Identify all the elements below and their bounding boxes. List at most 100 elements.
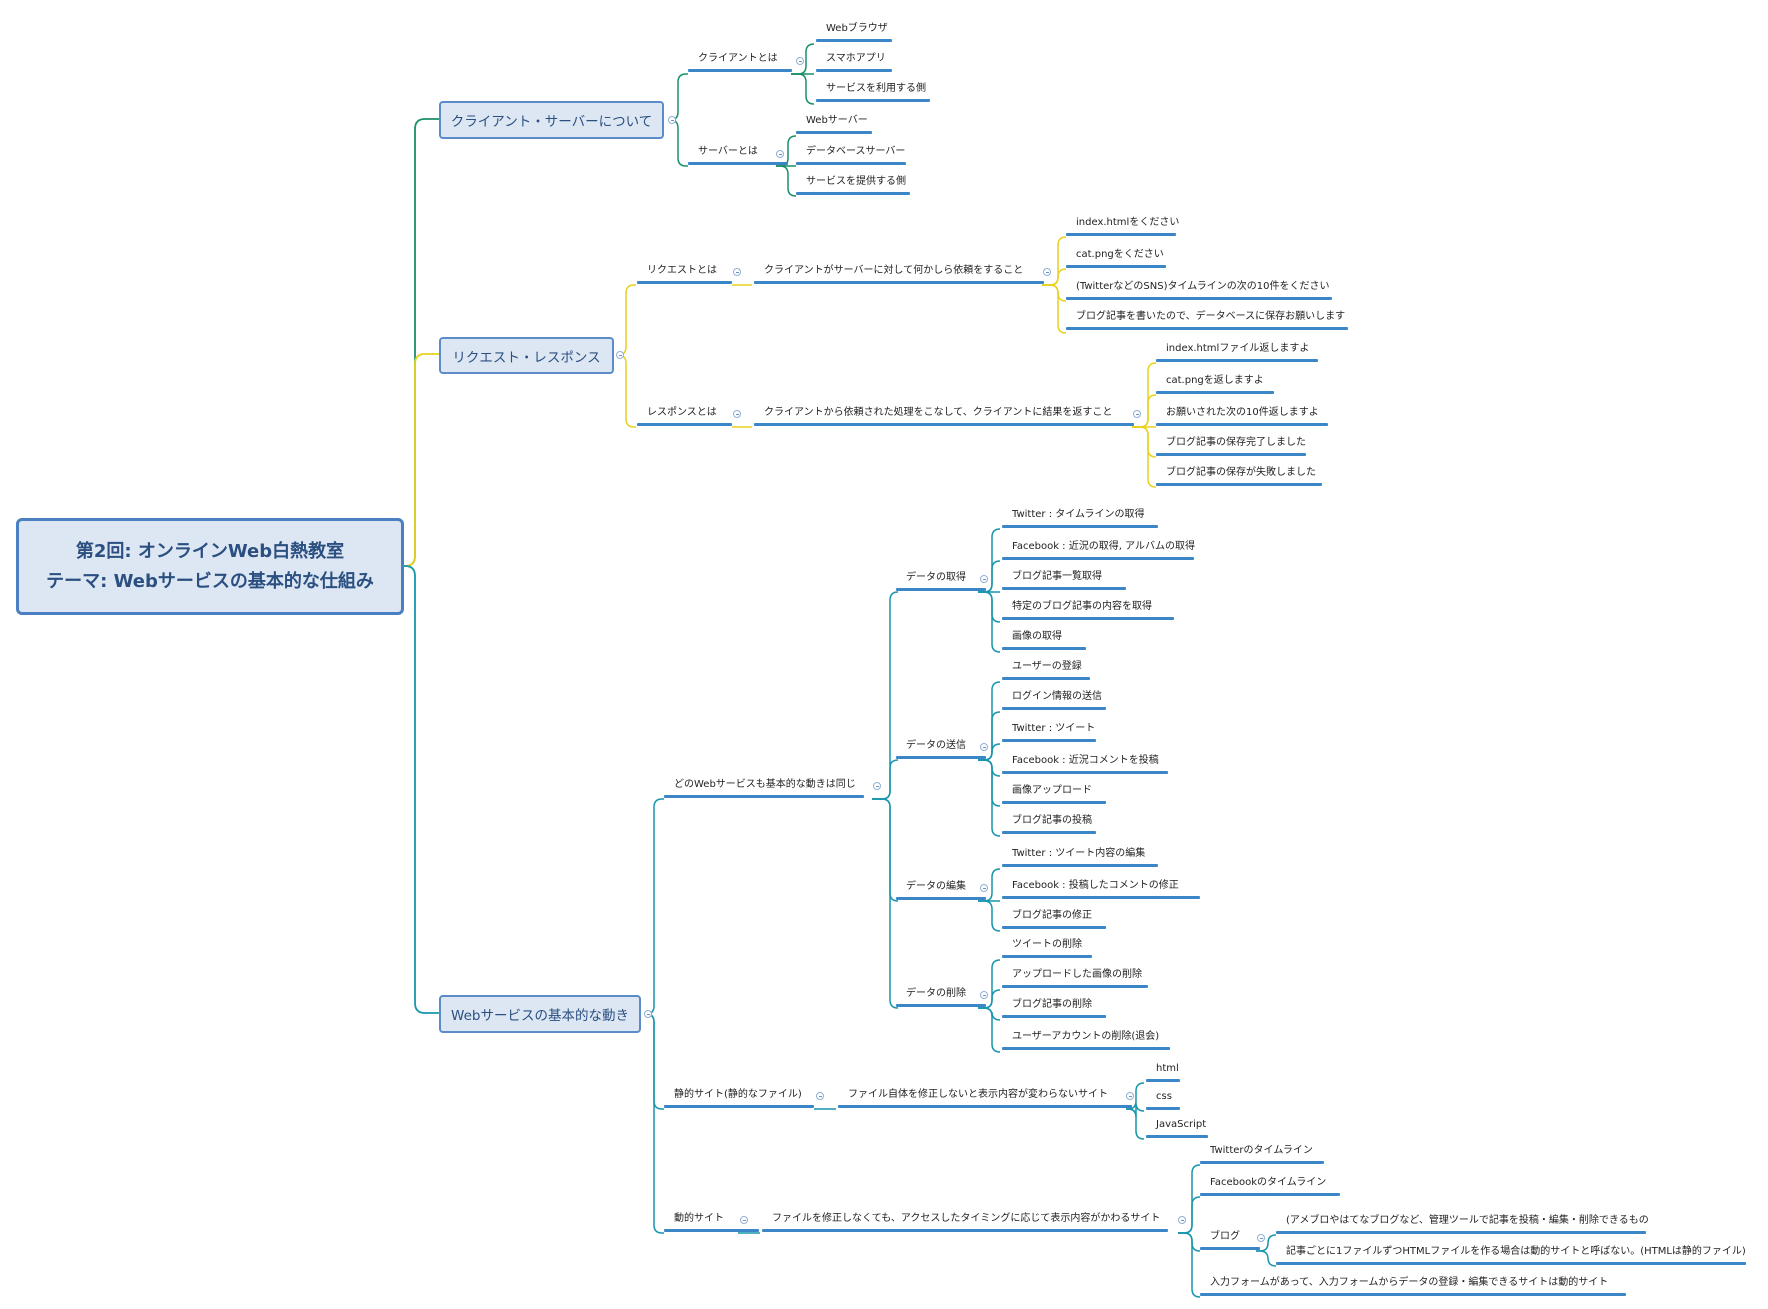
collapse-toggle-icon[interactable] xyxy=(776,150,784,158)
leaf-send-user-register: ユーザーの登録 xyxy=(1012,661,1082,672)
node-data-send: データの送信 xyxy=(906,740,966,751)
node-underline xyxy=(762,1229,1168,1232)
leaf-input-form-site: 入力フォームがあって、入力フォームからデータの登録・編集できるサイトは動的サイト xyxy=(1210,1277,1609,1288)
node-underline xyxy=(1156,391,1274,394)
node-underline xyxy=(796,131,872,134)
leaf-css: css xyxy=(1156,1091,1172,1102)
node-underline xyxy=(796,162,906,165)
branch-request-response[interactable]: リクエスト・レスポンス xyxy=(439,337,614,374)
node-underline xyxy=(688,162,788,165)
leaf-database-server: データベースサーバー xyxy=(806,146,906,157)
connector-line xyxy=(872,798,899,1009)
collapse-toggle-icon[interactable] xyxy=(733,268,741,276)
connector-line xyxy=(669,73,688,121)
node-response-desc: クライアントから依頼された処理をこなして、クライアントに結果を返すこと xyxy=(764,407,1113,418)
node-underline xyxy=(1002,739,1096,742)
branch-client-server[interactable]: クライアント・サーバーについて xyxy=(439,101,664,139)
collapse-toggle-icon[interactable] xyxy=(873,782,881,790)
leaf-send-blog-post: ブログ記事の投稿 xyxy=(1012,815,1092,826)
node-underline xyxy=(1002,955,1092,958)
leaf-get-blog-list: ブログ記事一覧取得 xyxy=(1012,571,1102,582)
leaf-request-blog-save: ブログ記事を書いたので、データベースに保存お願いします xyxy=(1076,311,1346,322)
leaf-request-index: index.htmlをください xyxy=(1076,217,1180,228)
node-underline xyxy=(1002,617,1174,620)
node-underline xyxy=(1156,453,1306,456)
node-underline xyxy=(1002,985,1148,988)
leaf-send-facebook-post: Facebook : 近況コメントを投稿 xyxy=(1012,755,1159,766)
node-underline xyxy=(816,99,930,102)
collapse-toggle-icon[interactable] xyxy=(980,884,988,892)
connector-line xyxy=(669,119,688,167)
leaf-get-twitter: Twitter : タイムラインの取得 xyxy=(1012,509,1145,520)
node-request: リクエストとは xyxy=(647,265,717,276)
collapse-toggle-icon[interactable] xyxy=(1178,1216,1186,1224)
connector-line xyxy=(791,73,815,105)
collapse-toggle-icon[interactable] xyxy=(1043,268,1051,276)
leaf-get-blog-content: 特定のブログ記事の内容を取得 xyxy=(1012,601,1152,612)
node-underline xyxy=(816,39,892,42)
connector-line xyxy=(978,591,1001,623)
connector-line xyxy=(645,798,664,1015)
leaf-response-saved: ブログ記事の保存完了しました xyxy=(1166,437,1306,448)
leaf-smartphone-app: スマホアプリ xyxy=(826,53,886,64)
node-underline xyxy=(1002,525,1158,528)
node-underline xyxy=(1002,647,1086,650)
connector-line xyxy=(978,759,1001,807)
collapse-toggle-icon[interactable] xyxy=(980,575,988,583)
collapse-toggle-icon[interactable] xyxy=(980,743,988,751)
connector-line xyxy=(872,591,899,800)
collapse-toggle-icon[interactable] xyxy=(733,410,741,418)
root-title-line2: テーマ: Webサービスの基本的な仕組み xyxy=(46,570,374,592)
collapse-toggle-icon[interactable] xyxy=(796,57,804,65)
connector-line xyxy=(978,759,1001,777)
connector-line xyxy=(1178,1232,1201,1298)
node-underline xyxy=(1066,233,1176,236)
collapse-toggle-icon[interactable] xyxy=(816,1092,824,1100)
node-underline xyxy=(637,423,732,426)
leaf-get-facebook: Facebook : 近況の取得, アルバムの取得 xyxy=(1012,541,1195,552)
node-blog: ブログ xyxy=(1210,1231,1240,1242)
leaf-send-tweet: Twitter : ツイート xyxy=(1012,723,1096,734)
node-underline xyxy=(1276,1262,1746,1265)
leaf-response-next10: お願いされた次の10件返しますよ xyxy=(1166,407,1319,418)
node-response: レスポンスとは xyxy=(647,407,717,418)
node-underline xyxy=(1200,1247,1260,1250)
node-underline xyxy=(1066,265,1166,268)
node-underline xyxy=(1002,771,1168,774)
connector-line xyxy=(978,759,1001,837)
node-underline xyxy=(1002,1047,1170,1050)
node-underline xyxy=(1200,1193,1340,1196)
connector-line xyxy=(645,1013,664,1110)
connector-line xyxy=(978,900,1001,932)
connector-line xyxy=(872,798,899,902)
connector-line xyxy=(1126,1108,1145,1140)
collapse-toggle-icon[interactable] xyxy=(616,351,624,359)
connector-line xyxy=(978,711,1001,761)
node-same-basic-behavior: どのWebサービスも基本的な動きは同じ xyxy=(674,779,856,790)
collapse-toggle-icon[interactable] xyxy=(668,116,676,124)
collapse-toggle-icon[interactable] xyxy=(980,991,988,999)
collapse-toggle-icon[interactable] xyxy=(644,1010,652,1018)
leaf-service-provider-side: サービスを提供する側 xyxy=(806,176,906,187)
node-underline xyxy=(896,897,986,900)
node-underline xyxy=(1002,557,1194,560)
collapse-toggle-icon[interactable] xyxy=(1133,410,1141,418)
connector-line xyxy=(1256,1250,1277,1267)
collapse-toggle-icon[interactable] xyxy=(1257,1234,1265,1242)
leaf-response-cat: cat.pngを返しますよ xyxy=(1166,375,1264,386)
node-static-desc: ファイル自体を修正しないと表示内容が変わらないサイト xyxy=(848,1089,1108,1100)
leaf-get-image: 画像の取得 xyxy=(1012,631,1062,642)
node-underline xyxy=(1200,1161,1324,1164)
leaf-delete-tweet: ツイートの削除 xyxy=(1012,939,1082,950)
branch-webservice-basics[interactable]: Webサービスの基本的な動き xyxy=(439,995,641,1033)
connector-line xyxy=(1042,284,1067,334)
node-underline xyxy=(1146,1135,1208,1138)
connector-line xyxy=(1132,426,1157,488)
node-underline xyxy=(1002,1015,1106,1018)
collapse-toggle-icon[interactable] xyxy=(1126,1092,1134,1100)
leaf-service-user-side: サービスを利用する側 xyxy=(826,83,926,94)
collapse-toggle-icon[interactable] xyxy=(740,1216,748,1224)
node-underline xyxy=(688,69,792,72)
node-underline xyxy=(896,588,986,591)
